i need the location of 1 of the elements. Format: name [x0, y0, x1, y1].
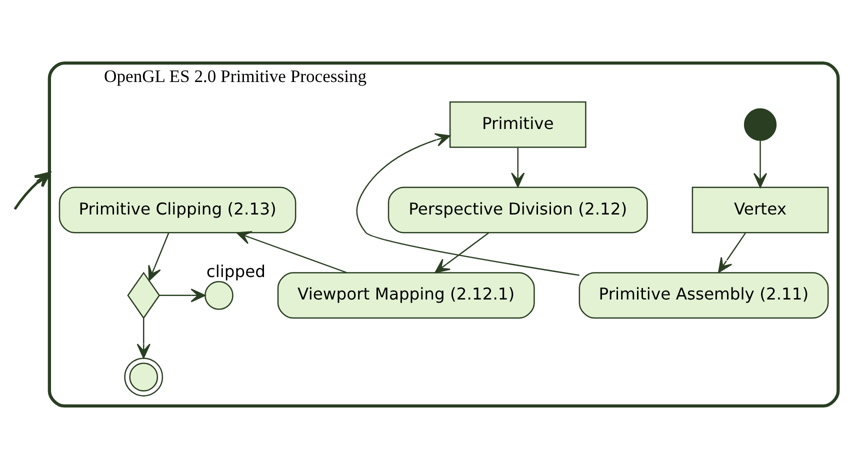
- node-label: clipped: [206, 262, 266, 281]
